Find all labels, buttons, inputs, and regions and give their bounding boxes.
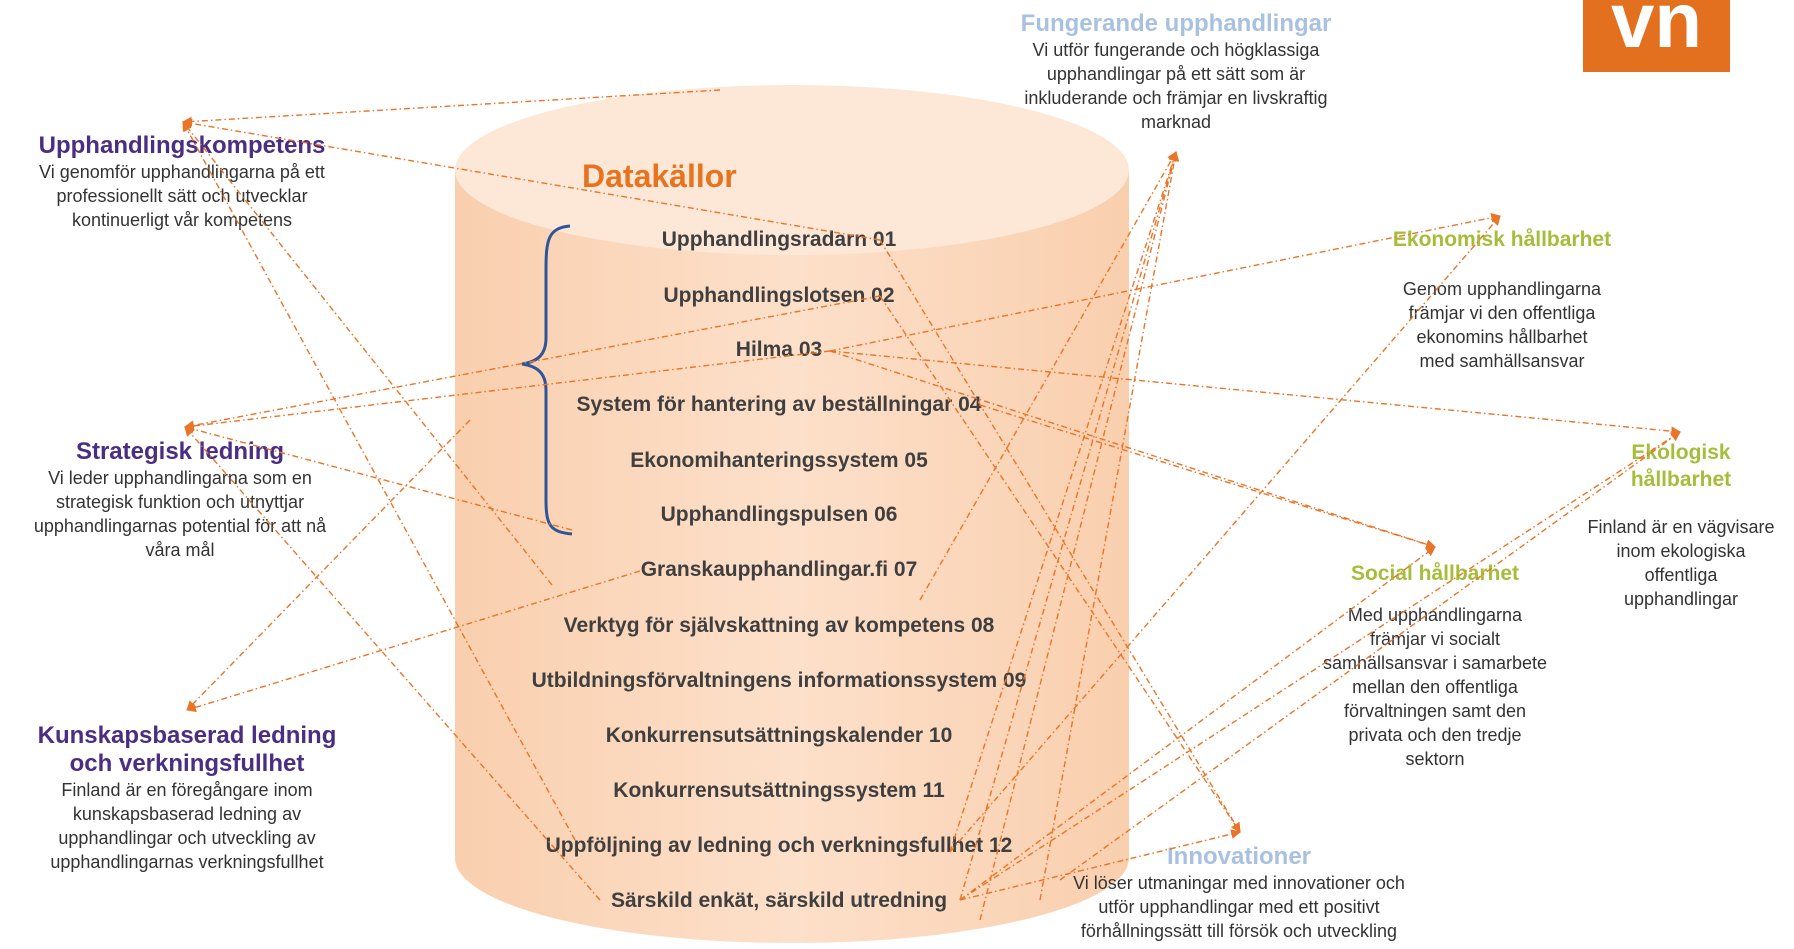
connector-arrow-12 bbox=[182, 121, 553, 586]
goal-functioning: Fungerande upphandlingar Vi utför funger… bbox=[1021, 10, 1332, 134]
goal-functioning-body-3: inkluderande och främjar en livskraftig bbox=[1024, 88, 1328, 108]
goal-knowledge-body-2: kunskapsbaserad ledning av bbox=[72, 804, 302, 824]
goal-knowledge-title-1: Kunskapsbaserad ledning bbox=[37, 722, 337, 749]
source-07: Granskaupphandlingar.fi 07 bbox=[640, 558, 918, 581]
goal-economic-body-2: främjar vi den offentliga bbox=[1408, 303, 1596, 323]
source-12: Uppföljning av ledning och verkningsfull… bbox=[545, 834, 1013, 857]
goal-ecological-body-4: upphandlingar bbox=[1623, 589, 1739, 609]
goal-functioning-title: Fungerande upphandlingar bbox=[1020, 10, 1332, 37]
goal-social-body-3: samhällsansvar i samarbete bbox=[1322, 653, 1548, 673]
goal-economic-title: Ekonomisk hållbarhet bbox=[1392, 228, 1612, 251]
connector-arrow-26 bbox=[182, 89, 721, 127]
connector-arrow-3 bbox=[184, 295, 881, 431]
goal-ecological-title-2: hållbarhet bbox=[1630, 468, 1732, 491]
connector-arrow-24 bbox=[959, 829, 1241, 901]
goal-strategic: Strategisk ledning Vi leder upphandlinga… bbox=[34, 438, 326, 562]
goal-knowledge-body-1: Finland är en föregångare inom bbox=[61, 780, 313, 800]
goal-economic-body-4: med samhällsansvar bbox=[1419, 351, 1585, 371]
source-11: Konkurrensutsättningssystem 11 bbox=[613, 779, 945, 802]
source-04: System för hantering av beställningar 04 bbox=[576, 393, 982, 416]
goal-innovation: Innovationer Vi löser utmaningar med inn… bbox=[1073, 843, 1405, 943]
goal-innovation-body-3: förhållningssätt till försök och utveckl… bbox=[1080, 921, 1398, 941]
connector-arrow-10 bbox=[186, 570, 641, 713]
goal-competence-body-1: Vi genomför upphandlingarna på ett bbox=[39, 162, 325, 182]
source-08: Verktyg för självskattning av kompetens … bbox=[563, 614, 995, 637]
goal-ecological-title-1: Ekologisk bbox=[1631, 441, 1731, 464]
goal-ecological-body-1: Finland är en vägvisare bbox=[1587, 517, 1775, 537]
source-06: Upphandlingspulsen 06 bbox=[660, 503, 898, 526]
goal-strategic-body-3: upphandlingarnas potential för att nå bbox=[33, 516, 327, 536]
connector-arrow-5 bbox=[184, 350, 831, 431]
goal-social-body-2: främjar vi socialt bbox=[1369, 629, 1501, 649]
connector-arrow-25 bbox=[919, 151, 1177, 601]
goal-knowledge-body-4: upphandlingarnas verkningsfullhet bbox=[50, 852, 324, 872]
goal-strategic-title: Strategisk ledning bbox=[75, 438, 285, 465]
datasource-title: Datakällor bbox=[582, 158, 737, 194]
source-03: Hilma 03 bbox=[735, 338, 823, 361]
connector-arrow-14 bbox=[184, 426, 601, 901]
goal-social-body-7: sektorn bbox=[1405, 749, 1465, 769]
connector-arrow-1 bbox=[182, 118, 881, 241]
goal-ecological-body-2: inom ekologiska bbox=[1616, 541, 1746, 561]
goal-economic-body-3: ekonomins hållbarhet bbox=[1416, 327, 1588, 347]
source-01: Upphandlingsradarn 01 bbox=[661, 228, 897, 251]
goal-strategic-body-4: våra mål bbox=[145, 540, 215, 560]
goal-economic-body-1: Genom upphandlingarna bbox=[1402, 279, 1602, 299]
source-special-survey: Särskild enkät, särskild utredning bbox=[610, 889, 948, 912]
source-02: Upphandlingslotsen 02 bbox=[663, 284, 895, 307]
connector-arrow-15 bbox=[186, 419, 471, 711]
connector-arrow-7 bbox=[829, 350, 1681, 437]
goal-functioning-body-4: marknad bbox=[1140, 112, 1212, 132]
goal-innovation-body-2: utför upphandlingar med ett positivt bbox=[1098, 897, 1380, 917]
goal-innovation-title: Innovationer bbox=[1166, 843, 1312, 870]
connector-arrow-22 bbox=[959, 546, 1436, 901]
connector-arrow-2 bbox=[879, 239, 1241, 833]
source-09: Utbildningsförvaltningens informationssy… bbox=[531, 669, 1027, 692]
goal-strategic-body-1: Vi leder upphandlingarna som en bbox=[48, 468, 312, 488]
goal-strategic-body-2: strategisk funktion och utnyttjar bbox=[55, 492, 305, 512]
goal-competence-body-2: professionellt sätt och utvecklar bbox=[56, 186, 308, 206]
goal-competence-title: Upphandlingskompetens bbox=[38, 132, 326, 159]
goal-social-body-6: privata och den tredje bbox=[1348, 725, 1522, 745]
goal-competence: Upphandlingskompetens Vi genomför upphan… bbox=[39, 132, 326, 232]
connector-arrow-8 bbox=[829, 350, 1436, 549]
connector-arrow-11 bbox=[184, 424, 573, 531]
connector-arrow-4 bbox=[879, 295, 1241, 833]
goal-social-body-4: mellan den offentliga bbox=[1352, 677, 1518, 697]
connector-arrow-16 bbox=[949, 151, 1178, 853]
connector-arrow-19 bbox=[979, 151, 1179, 921]
connector-arrow-6 bbox=[829, 212, 1501, 352]
connector-arrow-18 bbox=[1039, 151, 1180, 901]
source-10: Konkurrensutsättningskalender 10 bbox=[605, 724, 953, 747]
connector-arrow-13 bbox=[182, 121, 576, 841]
goal-competence-body-3: kontinuerligt vår kompetens bbox=[71, 210, 293, 230]
goal-functioning-body-1: Vi utför fungerande och högklassiga bbox=[1032, 40, 1320, 60]
vn-logo: vn bbox=[1583, 0, 1730, 72]
connector-arrow-17 bbox=[959, 151, 1179, 901]
goal-ecological: Ekologisk hållbarhet Finland är en vägvi… bbox=[1587, 439, 1774, 611]
goal-knowledge-title-2: och verkningsfullhet bbox=[69, 750, 305, 777]
goal-functioning-body-2: upphandlingar på ett sätt som är bbox=[1046, 64, 1306, 84]
goal-innovation-body-1: Vi löser utmaningar med innovationer och bbox=[1073, 873, 1405, 893]
goal-ecological-body-3: offentliga bbox=[1644, 565, 1718, 585]
goal-knowledge-body-3: upphandlingar och utveckling av bbox=[58, 828, 316, 848]
connector-arrow-21 bbox=[959, 431, 1681, 901]
connector-arrow-23 bbox=[1059, 431, 1681, 881]
goal-economic: Ekonomisk hållbarhet Genom upphandlingar… bbox=[1393, 226, 1611, 373]
goal-knowledge: Kunskapsbaserad ledning och verkningsful… bbox=[38, 722, 337, 874]
connector-arrow-20 bbox=[949, 215, 1501, 853]
source-group-brace bbox=[521, 224, 573, 536]
connector-arrow-9 bbox=[979, 404, 1436, 550]
source-05: Ekonomihanteringssystem 05 bbox=[630, 449, 928, 472]
goal-social-body-5: förvaltningen samt den bbox=[1343, 701, 1527, 721]
